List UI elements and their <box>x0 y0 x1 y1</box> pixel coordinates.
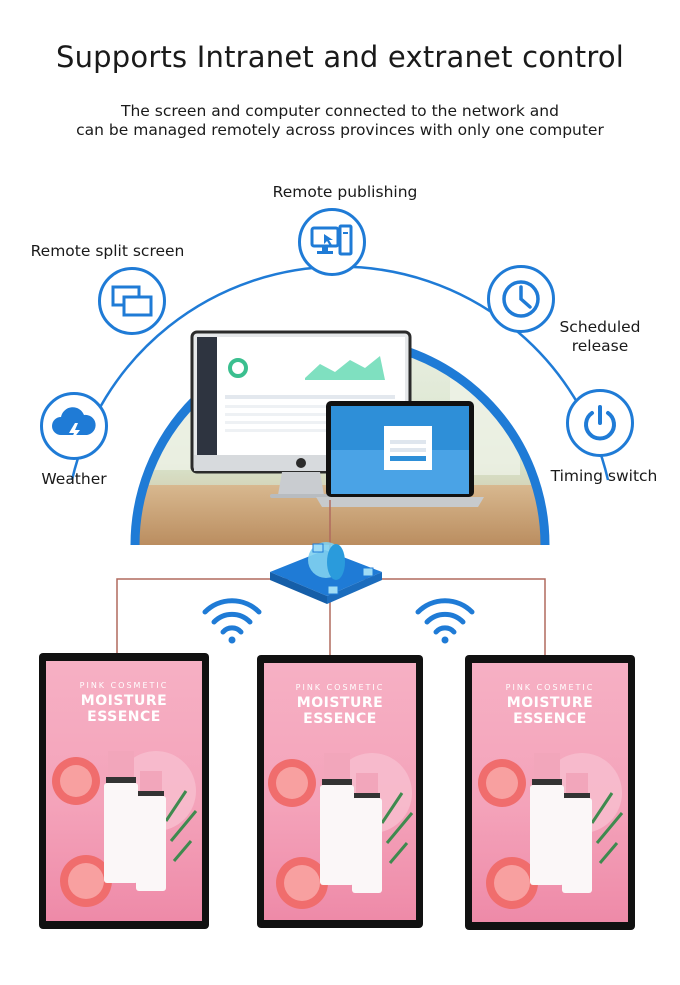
cosmetic-product-image <box>478 753 624 909</box>
remote-publishing-button[interactable] <box>298 208 366 276</box>
cosmetic-poster: PINK COSMETIC MOISTURE ESSENCE <box>264 663 416 920</box>
cosmetic-poster: PINK COSMETIC MOISTURE ESSENCE <box>472 663 628 922</box>
cosmetic-product-image <box>268 753 414 909</box>
cosmetic-product-image <box>52 751 198 907</box>
timing-switch-button[interactable] <box>566 389 634 457</box>
cloud-server-hub <box>270 542 382 604</box>
power-icon <box>584 405 616 441</box>
laptop <box>316 401 484 507</box>
display-panel-2: PINK COSMETIC MOISTURE ESSENCE <box>257 655 423 928</box>
wifi-icon-right <box>415 598 475 644</box>
scheduled-release-button[interactable] <box>487 265 555 333</box>
remote-split-screen-button[interactable] <box>98 267 166 335</box>
monitor-computer-icon <box>310 224 353 256</box>
network-connections <box>116 500 546 655</box>
cosmetic-poster: PINK COSMETIC MOISTURE ESSENCE <box>46 661 202 921</box>
weather-button[interactable] <box>40 392 108 460</box>
poster-top-text: PINK COSMETIC <box>505 683 595 692</box>
subtitle-line-2: can be managed remotely across provinces… <box>76 121 604 139</box>
cloud-lightning-icon <box>52 407 96 443</box>
wifi-icon-left <box>202 598 262 644</box>
poster-title: MOISTURE ESSENCE <box>80 693 168 725</box>
remote-split-screen-label: Remote split screen <box>30 242 185 260</box>
split-screen-icon <box>111 285 153 317</box>
subtitle-line-1: The screen and computer connected to the… <box>121 102 559 120</box>
network-arc-diagram <box>70 265 610 546</box>
display-panel-1: PINK COSMETIC MOISTURE ESSENCE <box>39 653 209 929</box>
display-panel-3: PINK COSMETIC MOISTURE ESSENCE <box>465 655 635 930</box>
page-title: Supports Intranet and extranet control <box>55 40 625 74</box>
scheduled-release-label-line1: Scheduled <box>559 318 641 336</box>
remote-publishing-label: Remote publishing <box>272 183 418 201</box>
poster-title: MOISTURE ESSENCE <box>506 695 594 727</box>
weather-label: Weather <box>41 470 107 488</box>
poster-top-text: PINK COSMETIC <box>79 681 169 690</box>
clock-icon <box>502 280 540 318</box>
poster-top-text: PINK COSMETIC <box>295 683 385 692</box>
scheduled-release-label-line2: release <box>571 337 629 355</box>
timing-switch-label: Timing switch <box>550 467 658 485</box>
poster-title: MOISTURE ESSENCE <box>296 695 384 727</box>
